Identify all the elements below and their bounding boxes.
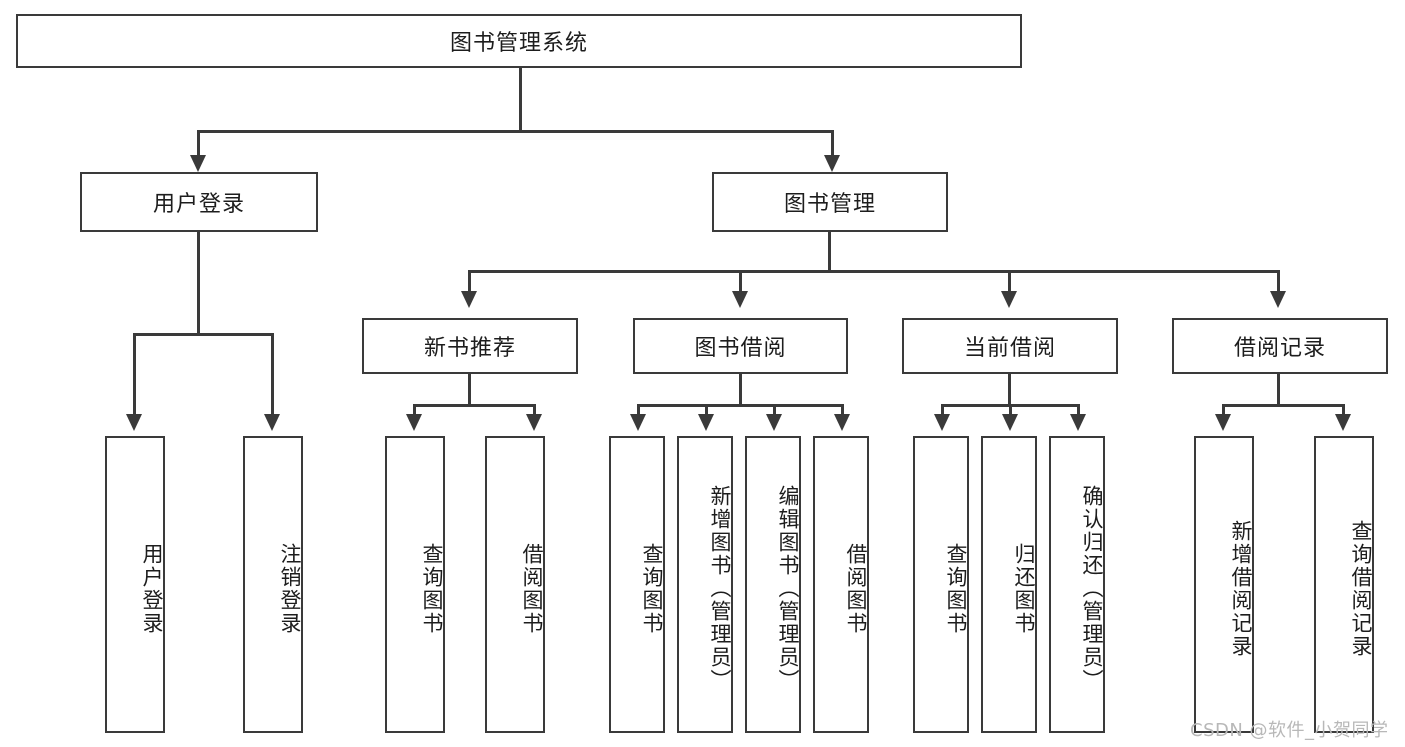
edge-borrow-record-stem <box>1277 374 1280 406</box>
leaf-borrow-record-add[interactable]: 新增借阅记录 <box>1194 436 1254 733</box>
edge-to-borrow-record <box>1277 270 1280 294</box>
arrowhead-current-borrow-leaf-3 <box>1070 414 1086 431</box>
leaf-book-borrow-query[interactable]: 查询图书 <box>609 436 665 733</box>
edge-new-book-bus <box>413 404 536 407</box>
arrowhead-root-to-book-manage <box>824 155 840 172</box>
arrowhead-to-current-borrow <box>1001 291 1017 308</box>
leaf-book-borrow-add[interactable]: 新增图书（管理员） <box>677 436 733 733</box>
node-user-login[interactable]: 用户登录 <box>80 172 318 232</box>
node-new-book-recommend[interactable]: 新书推荐 <box>362 318 578 374</box>
node-label: 新书推荐 <box>423 336 516 361</box>
node-label: 新增图书（管理员） <box>708 485 732 692</box>
node-root-system[interactable]: 图书管理系统 <box>16 14 1022 68</box>
edge-book-borrow-stem <box>739 374 742 406</box>
node-label: 查询图书 <box>640 542 664 635</box>
csdn-watermark: CSDN @软件_小贺同学 <box>1190 720 1389 741</box>
node-label: 借阅图书 <box>520 542 544 635</box>
edge-to-book-borrow <box>739 270 742 294</box>
leaf-book-borrow-borrow[interactable]: 借阅图书 <box>813 436 869 733</box>
arrowhead-borrow-record-leaf-1 <box>1215 414 1231 431</box>
node-book-borrow[interactable]: 图书借阅 <box>633 318 848 374</box>
edge-current-borrow-leaf-2 <box>1009 404 1012 417</box>
edge-current-borrow-leaf-1 <box>941 404 944 417</box>
leaf-book-borrow-edit[interactable]: 编辑图书（管理员） <box>745 436 801 733</box>
edge-book-borrow-bus <box>637 404 842 407</box>
arrowhead-current-borrow-leaf-1 <box>934 414 950 431</box>
node-label: 查询借阅记录 <box>1349 519 1373 658</box>
edge-book-borrow-leaf-3 <box>773 404 776 417</box>
leaf-current-borrow-query[interactable]: 查询图书 <box>913 436 969 733</box>
node-borrow-record[interactable]: 借阅记录 <box>1172 318 1388 374</box>
leaf-borrow-record-query[interactable]: 查询借阅记录 <box>1314 436 1374 733</box>
arrowhead-current-borrow-leaf-2 <box>1002 414 1018 431</box>
node-label: 用户登录 <box>152 192 245 217</box>
node-label: 查询图书 <box>420 542 444 635</box>
node-label: 借阅记录 <box>1233 336 1326 361</box>
arrowhead-to-new-book <box>461 291 477 308</box>
leaf-new-book-borrow[interactable]: 借阅图书 <box>485 436 545 733</box>
edge-book-manage-stem <box>828 232 831 272</box>
leaf-current-borrow-confirm[interactable]: 确认归还（管理员） <box>1049 436 1105 733</box>
arrowhead-borrow-record-leaf-2 <box>1335 414 1351 431</box>
edge-book-borrow-leaf-2 <box>705 404 708 417</box>
node-label: 归还图书 <box>1012 542 1036 635</box>
edge-root-bus <box>197 130 834 133</box>
edge-book-borrow-leaf-1 <box>637 404 640 417</box>
arrowhead-new-book-leaf-2 <box>526 414 542 431</box>
leaf-current-borrow-return[interactable]: 归还图书 <box>981 436 1037 733</box>
node-current-borrow[interactable]: 当前借阅 <box>902 318 1118 374</box>
edge-current-borrow-leaf-3 <box>1077 404 1080 417</box>
leaf-new-book-query[interactable]: 查询图书 <box>385 436 445 733</box>
edge-new-book-stem <box>468 374 471 406</box>
arrowhead-root-to-user-login <box>190 155 206 172</box>
edge-borrow-record-leaf-1 <box>1222 404 1225 417</box>
arrowhead-user-login-leaf-1 <box>126 414 142 431</box>
node-label: 确认归还（管理员） <box>1080 485 1104 692</box>
edge-user-login-to-leaf-1 <box>133 333 136 416</box>
edge-book-borrow-leaf-4 <box>841 404 844 417</box>
arrowhead-to-book-borrow <box>732 291 748 308</box>
node-label: 图书管理 <box>783 192 876 217</box>
node-book-manage[interactable]: 图书管理 <box>712 172 948 232</box>
node-label: 编辑图书（管理员） <box>776 485 800 692</box>
arrowhead-book-borrow-leaf-4 <box>834 414 850 431</box>
edge-new-book-leaf-2 <box>533 404 536 417</box>
node-label: 图书借阅 <box>694 336 787 361</box>
edge-borrow-record-bus <box>1222 404 1345 407</box>
edge-book-manage-bus <box>468 270 1280 273</box>
arrowhead-book-borrow-leaf-2 <box>698 414 714 431</box>
leaf-user-login-logout[interactable]: 注销登录 <box>243 436 303 733</box>
edge-borrow-record-leaf-2 <box>1342 404 1345 417</box>
arrowhead-book-borrow-leaf-3 <box>766 414 782 431</box>
edge-to-new-book <box>468 270 471 294</box>
edge-user-login-stem <box>197 232 200 335</box>
node-label: 用户登录 <box>140 542 164 635</box>
edge-root-to-book-manage <box>831 130 834 158</box>
arrowhead-to-borrow-record <box>1270 291 1286 308</box>
edge-root-stem <box>519 68 522 132</box>
edge-to-current-borrow <box>1008 270 1011 294</box>
leaf-user-login-login[interactable]: 用户登录 <box>105 436 165 733</box>
edge-new-book-leaf-1 <box>413 404 416 417</box>
edge-user-login-to-leaf-2 <box>271 333 274 416</box>
arrowhead-book-borrow-leaf-1 <box>630 414 646 431</box>
node-label: 查询图书 <box>944 542 968 635</box>
node-label: 新增借阅记录 <box>1229 519 1253 658</box>
node-label: 图书管理系统 <box>449 31 588 56</box>
node-label: 注销登录 <box>278 542 302 635</box>
node-label: 当前借阅 <box>963 336 1056 361</box>
edge-root-to-user-login <box>197 130 200 158</box>
arrowhead-user-login-leaf-2 <box>264 414 280 431</box>
arrowhead-new-book-leaf-1 <box>406 414 422 431</box>
node-label: 借阅图书 <box>844 542 868 635</box>
edge-user-login-bus <box>133 333 273 336</box>
edge-current-borrow-stem <box>1008 374 1011 406</box>
